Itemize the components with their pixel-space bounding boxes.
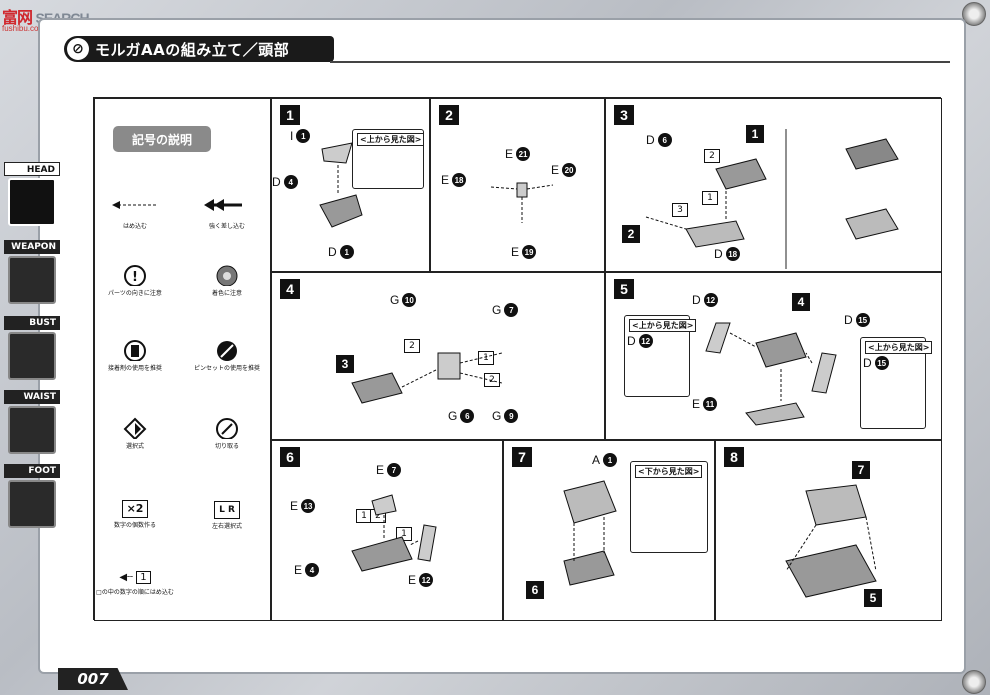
bottom-view-box: <下から見た図> [630,461,708,553]
screw-icon [962,2,986,26]
neck-assembly-drawing [351,352,503,404]
legend-title: 記号の説明 [113,126,211,152]
head-part-drawing [319,142,363,228]
instruction-grid: 記号の説明 はめ込む 強く差し込む ! パーツの向きに注意 着色に注意 接着剤の… [93,97,942,621]
head-complete-drawing [785,484,877,598]
attention-icon: ! [124,265,146,286]
tweezers-icon [217,341,237,361]
glue-icon [124,340,146,361]
legend-item: ピンセットの使用を推奨 [187,339,267,373]
legend-item: ◀┄ 1 □の中の数字の順にはめ込む [96,571,174,596]
screw-icon [962,670,986,694]
pin-parts-drawing [490,182,554,223]
page-title: モルガAAの組み立て／頭部 [95,40,290,59]
cover-assembly-drawing [563,480,617,586]
tab-bust[interactable]: BUST [2,316,62,384]
legend-item: 選択式 [95,417,175,451]
left-right-badge: L R [214,501,240,519]
header-rule [330,61,950,63]
legend-item: ! パーツの向きに注意 [95,264,175,298]
double-arrow-icon [204,199,242,211]
legend-item: はめ込む [95,197,175,231]
page-number: 007 [58,668,128,690]
cut-icon [216,418,238,439]
waist-thumbnail-icon [8,406,56,454]
multiply-badge: ×2 [121,500,149,518]
tab-head[interactable]: HEAD [2,162,62,230]
legend-item: L R 左右選択式 [187,497,267,531]
head-thumbnail-icon [8,178,56,226]
foot-thumbnail-icon [8,480,56,528]
wrench-icon: ⊘ [67,38,89,60]
tab-weapon[interactable]: WEAPON [2,240,62,308]
head-assembly-drawing [645,129,899,269]
legend-item: ×2 数字の個数作る [113,500,156,529]
legend-item: 着色に注意 [187,264,267,298]
weapon-thumbnail-icon [8,256,56,304]
svg-text:!: ! [132,270,138,285]
tab-foot[interactable]: FOOT [2,464,62,532]
dashed-arrow-icon [112,201,156,209]
bust-thumbnail-icon [8,332,56,380]
side-parts-drawing [705,322,837,426]
legend-item: 切り取る [187,417,267,451]
selection-icon [123,417,147,439]
order-arrow-icon: ◀┄ 1 [119,571,151,585]
paint-icon [216,265,238,286]
legend-item: 接着剤の使用を推奨 [95,339,175,373]
step-8: 8 7 5 [715,440,942,621]
section-header: ⊘ モルガAAの組み立て／頭部 [64,36,334,62]
legend-panel: 記号の説明 はめ込む 強く差し込む ! パーツの向きに注意 着色に注意 接着剤の… [94,98,271,621]
tab-waist[interactable]: WAIST [2,390,62,458]
jaw-assembly-drawing [351,494,437,572]
legend-item: 強く差し込む [187,197,267,231]
top-view-box: <上から見た図> [352,129,425,189]
watermark-url: fushibu.com [2,24,46,33]
